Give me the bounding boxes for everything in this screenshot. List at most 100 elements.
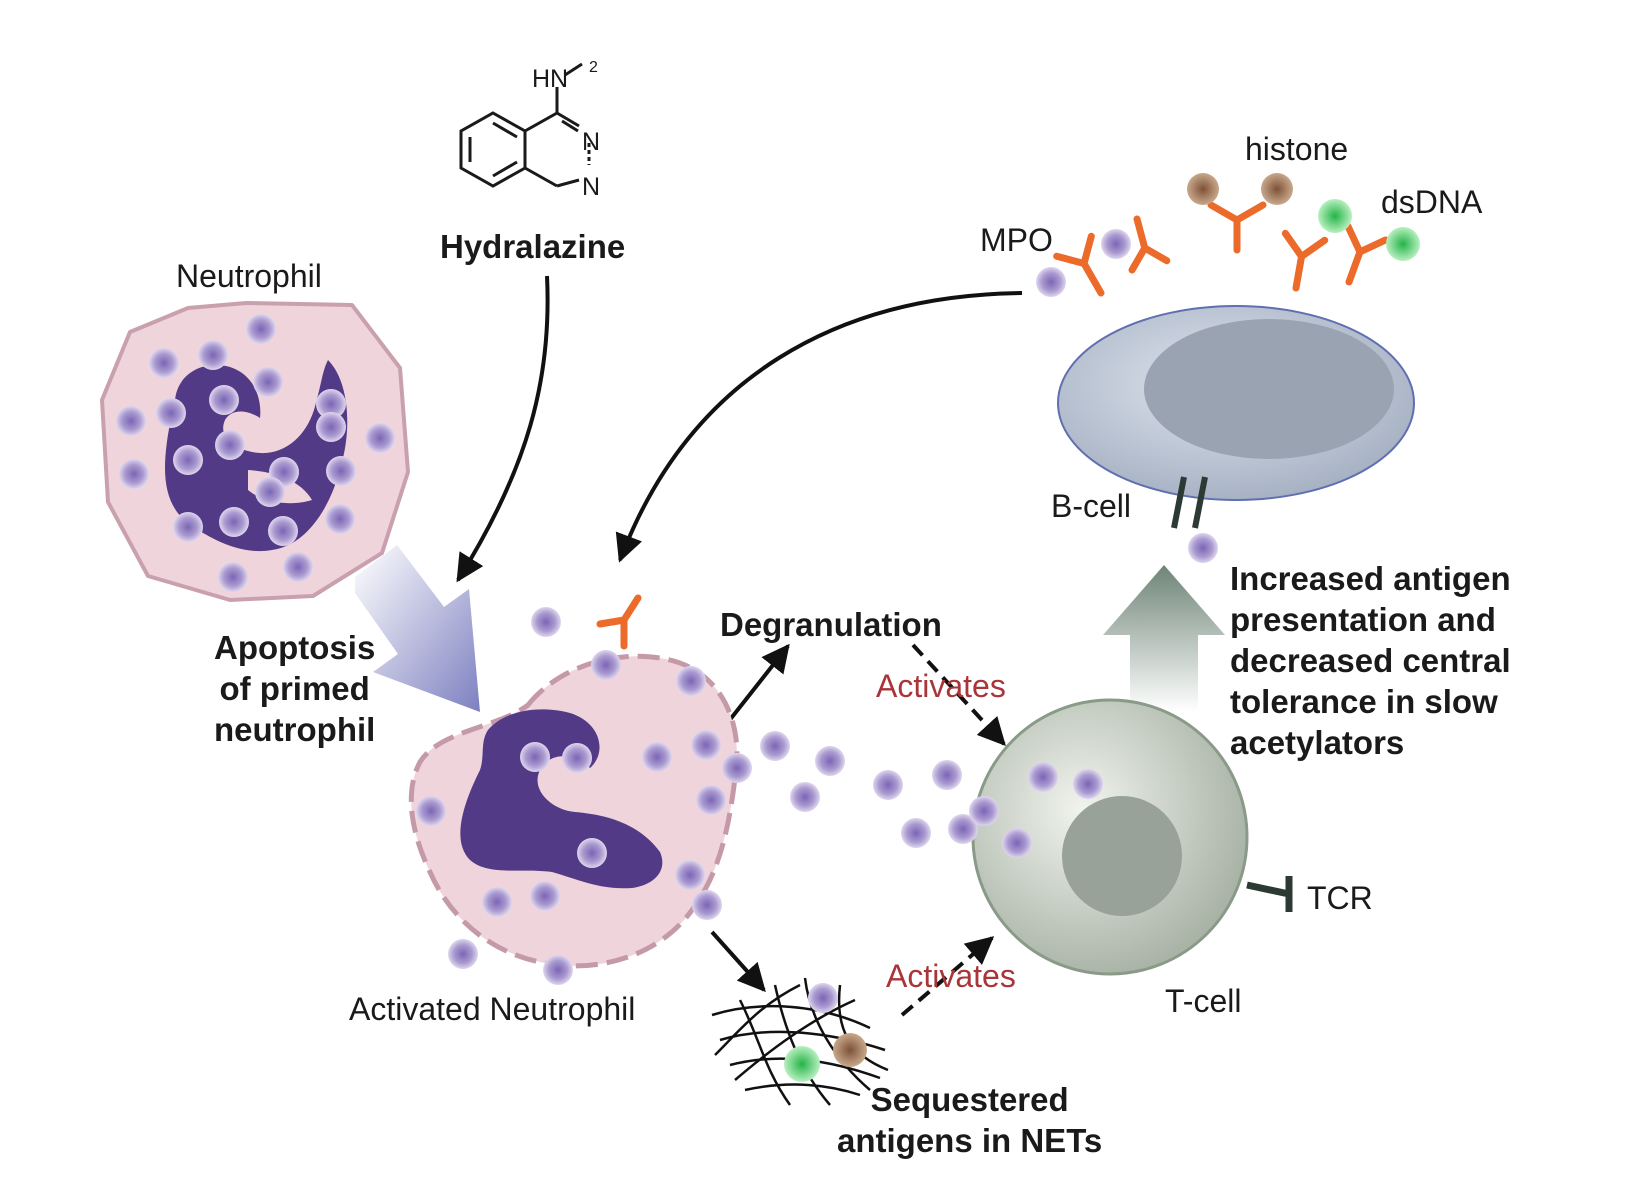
granule xyxy=(969,796,999,826)
hydralazine-arrow xyxy=(456,275,550,583)
histone-label: histone xyxy=(1245,131,1349,167)
granule xyxy=(448,939,478,969)
mpo-feedback-arrow xyxy=(615,291,1023,563)
b-cell-receptor xyxy=(1171,476,1187,529)
histone-bead xyxy=(1261,173,1293,205)
antibody xyxy=(1128,215,1171,274)
granule xyxy=(173,445,203,475)
granule xyxy=(901,818,931,848)
granule xyxy=(283,552,313,582)
granule xyxy=(692,890,722,920)
activates-top-arrow xyxy=(911,643,1006,747)
activated-neutrophil-label: Activated Neutrophil xyxy=(349,991,636,1027)
net-formation-arrow xyxy=(710,930,766,993)
granule xyxy=(722,753,752,783)
granule xyxy=(246,314,276,344)
hydralazine-structure xyxy=(459,62,591,188)
granule xyxy=(591,650,621,680)
granule xyxy=(676,666,706,696)
granule xyxy=(149,348,179,378)
granule xyxy=(253,367,283,397)
upward-arrow xyxy=(1103,565,1225,712)
granules xyxy=(116,229,1218,1013)
granule xyxy=(577,838,607,868)
granule xyxy=(815,746,845,776)
granule xyxy=(1036,267,1066,297)
granule xyxy=(119,459,149,489)
apoptosis-label: Apoptosis of primed neutrophil xyxy=(214,629,376,748)
granule xyxy=(948,814,978,844)
granule xyxy=(215,430,245,460)
granule xyxy=(642,742,672,772)
antibody xyxy=(1344,222,1390,286)
granule xyxy=(365,423,395,453)
granule xyxy=(531,607,561,637)
granule xyxy=(316,389,346,419)
granule xyxy=(173,512,203,542)
b-cell xyxy=(1057,305,1415,529)
granule xyxy=(255,477,285,507)
granule xyxy=(696,785,726,815)
chem-sub2: 2 xyxy=(589,59,598,76)
chem-n1: N xyxy=(582,128,601,156)
granule xyxy=(209,385,239,415)
resting-neutrophil xyxy=(100,301,410,602)
granule xyxy=(520,742,550,772)
mpo-label: MPO xyxy=(980,222,1053,258)
granule xyxy=(198,340,228,370)
dsdna-antigens xyxy=(784,199,1420,1082)
activates-bottom-label: Activates xyxy=(886,958,1016,994)
b-cell-label: B-cell xyxy=(1051,488,1132,524)
antibodies xyxy=(596,201,1390,650)
chem-hn: HN xyxy=(532,65,569,93)
increased-presentation-label: Increased antigen presentation and decre… xyxy=(1230,560,1511,761)
granule xyxy=(562,743,592,773)
granule xyxy=(219,507,249,537)
granule xyxy=(790,782,820,812)
granule xyxy=(543,955,573,985)
granule xyxy=(1002,828,1032,858)
granule xyxy=(530,881,560,911)
granule xyxy=(932,760,962,790)
b-cell-nucleus xyxy=(1144,319,1394,459)
granule xyxy=(760,731,790,761)
granule xyxy=(675,860,705,890)
degranulation-arrow xyxy=(723,643,790,728)
granule xyxy=(1028,762,1058,792)
granule xyxy=(416,796,446,826)
sequestered-label: Sequestered antigens in NETs xyxy=(837,1081,1103,1159)
antibody xyxy=(596,594,642,650)
antibody xyxy=(1053,232,1105,297)
resting-nucleus xyxy=(165,360,348,552)
neutrophil-label: Neutrophil xyxy=(176,258,322,294)
t-cell-label: T-cell xyxy=(1165,983,1242,1019)
dsdna-bead xyxy=(784,1046,820,1082)
granule xyxy=(691,730,721,760)
granule xyxy=(316,412,346,442)
histone-antigens xyxy=(833,173,1293,1067)
activated-nucleus xyxy=(460,709,663,889)
granule xyxy=(1101,229,1131,259)
antibody xyxy=(1207,201,1267,254)
apoptosis-arrow xyxy=(355,545,480,712)
histone-bead xyxy=(1187,173,1219,205)
chem-n2: N xyxy=(582,173,601,201)
dsdna-label: dsDNA xyxy=(1381,184,1483,220)
granule xyxy=(325,504,355,534)
histone-bead xyxy=(833,1033,867,1067)
granule xyxy=(218,562,248,592)
tcr-receptor xyxy=(1246,876,1293,912)
dsdna-bead xyxy=(1386,227,1420,261)
granule xyxy=(1188,533,1218,563)
granule xyxy=(116,406,146,436)
antibody xyxy=(1281,229,1329,292)
dsdna-bead xyxy=(1318,199,1352,233)
activates-top-label: Activates xyxy=(876,668,1006,704)
granule xyxy=(268,516,298,546)
granule xyxy=(326,456,356,486)
granule xyxy=(156,398,186,428)
degranulation-label: Degranulation xyxy=(720,606,942,643)
granule xyxy=(1073,769,1103,799)
granule xyxy=(482,887,512,917)
